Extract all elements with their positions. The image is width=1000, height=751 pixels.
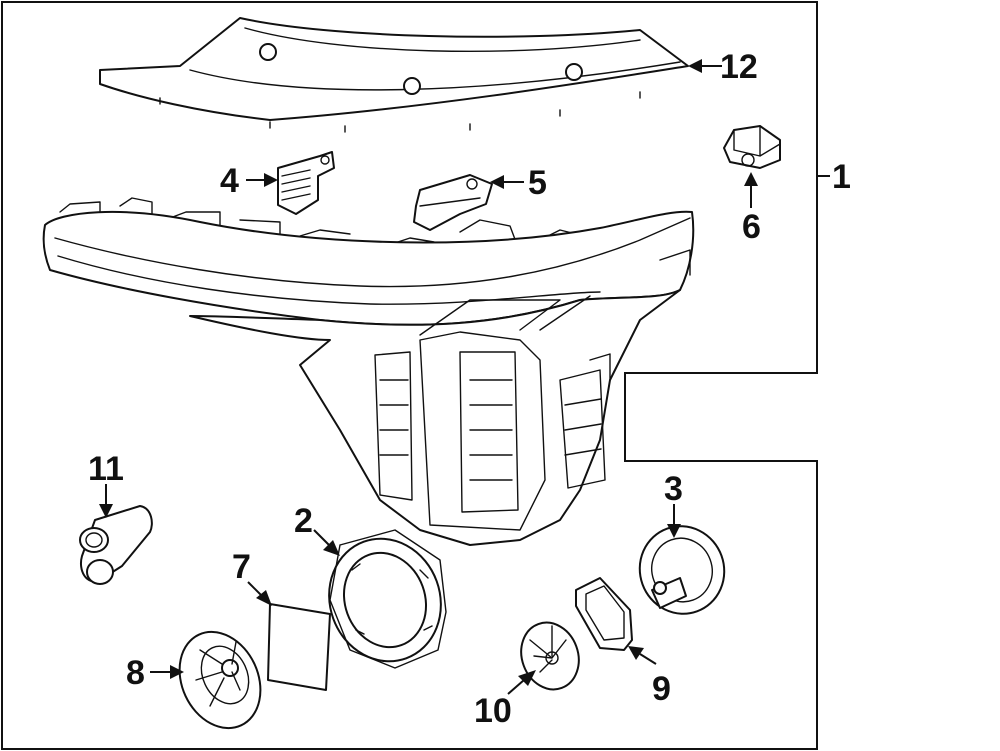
part-5-bracket[interactable] — [413, 174, 493, 231]
arrow-11 — [99, 504, 113, 518]
part-3-bulb-socket[interactable] — [627, 514, 736, 625]
callout-9: 9 — [652, 670, 671, 708]
callout-12: 12 — [720, 48, 758, 86]
leader-9 — [639, 653, 657, 665]
callout-6: 6 — [742, 208, 761, 246]
part-1-headlamp-assembly[interactable] — [42, 197, 695, 546]
arrow-7 — [256, 590, 272, 606]
callout-8: 8 — [126, 654, 145, 692]
part-4-bracket[interactable] — [277, 151, 335, 215]
callout-1: 1 — [832, 158, 851, 196]
part-8-cover[interactable] — [164, 619, 275, 742]
callout-5: 5 — [528, 164, 547, 202]
arrow-12 — [688, 59, 702, 73]
callout-2: 2 — [294, 502, 313, 540]
arrow-4 — [264, 173, 278, 187]
arrow-6 — [744, 172, 758, 186]
arrow-10 — [518, 670, 536, 686]
arrow-2 — [323, 540, 340, 556]
callout-11: 11 — [88, 450, 124, 488]
part-10-cap[interactable] — [512, 614, 588, 697]
part-11-connector[interactable] — [79, 505, 153, 585]
part-7-label[interactable] — [267, 603, 331, 691]
leader-7 — [247, 581, 263, 597]
callout-7: 7 — [232, 548, 251, 586]
diagram-border — [1, 1, 818, 750]
callout-3: 3 — [664, 470, 683, 508]
callout-10: 10 — [474, 692, 512, 730]
arrow-9 — [628, 646, 644, 660]
leader-2 — [313, 529, 331, 547]
leader-10 — [507, 679, 525, 695]
part-6-clip[interactable] — [723, 125, 781, 169]
part-2-adapter-ring[interactable] — [312, 523, 458, 677]
arrow-5 — [490, 175, 504, 189]
part-12-trim-strip[interactable] — [99, 17, 689, 133]
part-9-lens-cover[interactable] — [575, 577, 633, 651]
arrow-3 — [667, 524, 681, 538]
callout-4: 4 — [220, 162, 239, 200]
arrow-8 — [170, 665, 184, 679]
